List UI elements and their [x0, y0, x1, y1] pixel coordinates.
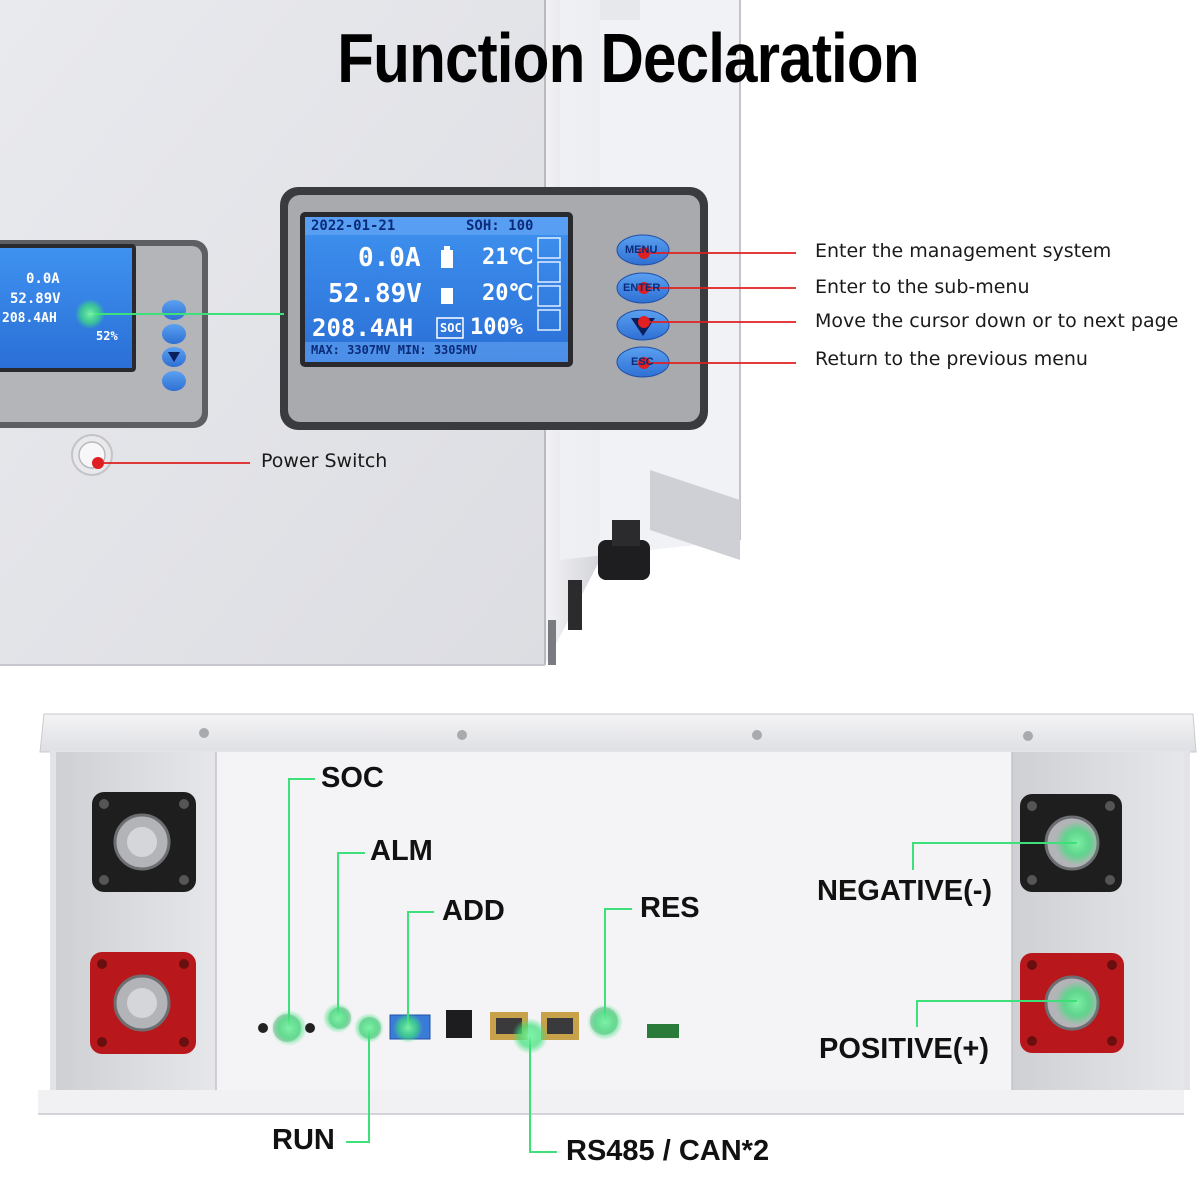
label-res: RES [640, 892, 700, 924]
lcd-soh: SOH: 100 [466, 218, 534, 234]
down-arrow-icon [631, 318, 655, 336]
enter-key-label: ENTER [623, 282, 661, 294]
esc-key-label: ESC [631, 356, 654, 368]
callout-enter: Enter to the sub-menu [815, 276, 1030, 298]
bottom-callout-lines [288, 778, 1077, 1153]
lcd-current: 0.0A [358, 243, 421, 273]
top-callout-lines [75, 247, 796, 469]
callout-down: Move the cursor down or to next page [815, 310, 1179, 332]
power-switch [71, 434, 113, 476]
small-lcd-voltage: 52.89V [10, 291, 61, 307]
lcd-voltage: 52.89V [328, 279, 422, 309]
small-lcd-soc-value: 52% [96, 329, 118, 343]
lcd-capacity: 208.4AH [312, 314, 414, 342]
page-title: Function Declaration [337, 19, 919, 97]
left-red-terminal [90, 952, 196, 1054]
left-black-terminal [92, 792, 196, 892]
small-control-panel [0, 240, 208, 428]
small-lcd-current: 0.0A [26, 271, 60, 287]
label-add: ADD [442, 895, 505, 927]
label-alm: ALM [370, 835, 433, 867]
callout-esc: Return to the previous menu [815, 348, 1088, 370]
lcd-cell-range: MAX: 3307MV MIN: 3305MV [311, 343, 478, 357]
callout-menu: Enter the management system [815, 240, 1112, 262]
bottom-port-glows [271, 1003, 623, 1054]
lcd-soc-value: 100% [470, 315, 523, 340]
lcd-temperature-2: 20℃ [482, 281, 534, 306]
menu-key-label: MENU [625, 244, 658, 256]
positive-terminal [1020, 953, 1124, 1053]
lcd-soc-tag: SOC [440, 321, 462, 335]
lcd-date: 2022-01-21 [311, 218, 396, 234]
label-soc: SOC [321, 762, 384, 794]
label-negative: NEGATIVE(-) [817, 875, 993, 907]
label-positive: POSITIVE(+) [819, 1033, 990, 1065]
small-lcd-capacity: 208.4AH [2, 311, 57, 326]
callout-power-switch: Power Switch [261, 450, 388, 472]
label-rs485-can: RS485 / CAN*2 [566, 1135, 770, 1167]
lcd-temperature-1: 21℃ [482, 245, 534, 270]
battery-module [38, 713, 1197, 1115]
label-run: RUN [272, 1124, 335, 1156]
control-panel [280, 187, 708, 430]
